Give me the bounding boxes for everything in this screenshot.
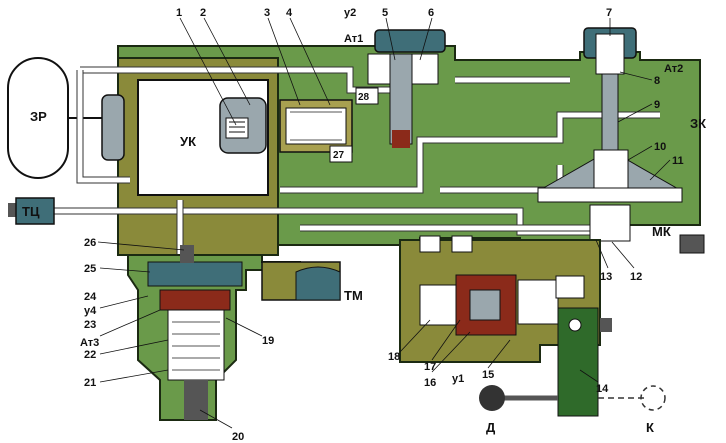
callout-5: 5 bbox=[382, 7, 388, 19]
label-zk: ЗК bbox=[690, 116, 706, 131]
label-uk: УК bbox=[180, 134, 196, 149]
callout-8: 8 bbox=[654, 75, 660, 87]
valve-19-26 bbox=[127, 245, 301, 421]
label-mk: МК bbox=[652, 224, 671, 239]
callout-13: 13 bbox=[600, 271, 612, 283]
valve-main-body: УК bbox=[101, 45, 701, 256]
callout-15: 15 bbox=[482, 369, 494, 381]
callout-3: 3 bbox=[264, 7, 270, 19]
brake-cylinder-connector: ТЦ bbox=[8, 197, 55, 225]
label-u2: у2 bbox=[344, 7, 356, 19]
callout-16: 16 bbox=[424, 377, 436, 389]
label-k: К bbox=[646, 420, 654, 435]
callout-4: 4 bbox=[286, 7, 293, 19]
callout-18: 18 bbox=[388, 351, 400, 363]
label-u1: у1 bbox=[452, 373, 464, 385]
callout-17: 17 bbox=[424, 361, 436, 373]
brake-pipe-connector: ТМ bbox=[261, 261, 363, 303]
callout-23: 23 bbox=[84, 319, 96, 331]
callout-24: 24 bbox=[84, 291, 97, 303]
callout-22: 22 bbox=[84, 349, 96, 361]
label-tc: ТЦ bbox=[22, 204, 40, 219]
callout-20: 20 bbox=[232, 431, 244, 443]
callout-6: 6 bbox=[428, 7, 434, 19]
callout-21: 21 bbox=[84, 377, 96, 389]
valve-14-18 bbox=[399, 235, 612, 417]
callout-9: 9 bbox=[654, 99, 660, 111]
callout-26: 26 bbox=[84, 237, 96, 249]
label-zr: ЗР bbox=[30, 109, 47, 124]
callout-2: 2 bbox=[200, 7, 206, 19]
label-u4: у4 bbox=[84, 305, 97, 317]
callout-19: 19 bbox=[262, 335, 274, 347]
callout-25: 25 bbox=[84, 263, 96, 275]
label-28: 28 bbox=[358, 92, 370, 103]
label-d: Д bbox=[486, 420, 496, 435]
callout-1: 1 bbox=[176, 7, 182, 19]
valve-7-11 bbox=[537, 27, 683, 242]
callout-11: 11 bbox=[672, 155, 684, 167]
handle: Д К bbox=[479, 385, 666, 435]
label-at3: Ат3 bbox=[80, 337, 99, 349]
leader-lines bbox=[97, 17, 671, 429]
callout-14: 14 bbox=[596, 383, 609, 395]
outlet-fitting bbox=[679, 234, 705, 254]
main-reservoir: ЗР bbox=[7, 57, 102, 179]
label-27: 27 bbox=[333, 150, 345, 161]
label-at2: Ат2 bbox=[664, 63, 683, 75]
callout-12: 12 bbox=[630, 271, 642, 283]
callout-10: 10 bbox=[654, 141, 666, 153]
label-tm: ТМ bbox=[344, 288, 363, 303]
callout-labels: 1 2 3 4 5 6 7 8 9 10 11 12 13 14 15 16 1… bbox=[80, 7, 706, 443]
callout-7: 7 bbox=[606, 7, 612, 19]
label-at1: Ат1 bbox=[344, 33, 363, 45]
